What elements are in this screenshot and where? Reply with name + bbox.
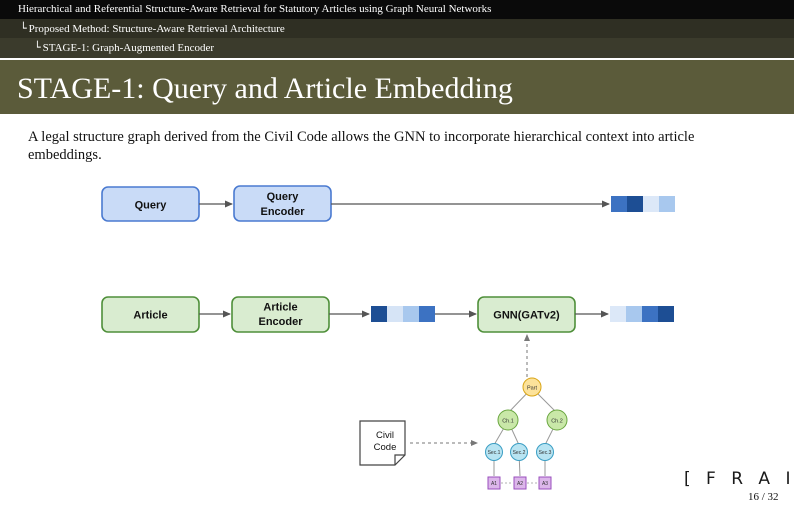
structure-aware-embedding-vector	[610, 306, 674, 322]
page-number: 16 / 32	[748, 491, 779, 503]
intro-text: A legal structure graph derived from the…	[28, 129, 695, 163]
civil-code-label-line1: Civil	[376, 430, 394, 441]
query-encoder-label-line1: Query	[267, 191, 300, 203]
embedding-cell	[642, 306, 658, 322]
embedding-cell	[387, 306, 403, 322]
embedding-cell	[626, 306, 642, 322]
article-encoder-label-line1: Article	[263, 302, 297, 314]
query-label: Query	[135, 200, 168, 212]
query-embedding-vector	[611, 196, 675, 212]
tree-branch-icon: └	[34, 41, 41, 54]
gnn-label: GNN(GATv2)	[493, 310, 560, 322]
graph-node-a3-label: A3	[542, 481, 548, 487]
graph-node-a3	[538, 476, 552, 490]
graph-node-sec3	[536, 443, 554, 461]
embedding-cell	[627, 196, 643, 212]
graph-node-a1	[487, 476, 501, 490]
graph-node-ch1	[497, 409, 519, 431]
embedding-cell	[611, 196, 627, 212]
article-label: Article	[133, 310, 167, 322]
header-subsection: └STAGE-1: Graph-Augmented Encoder	[0, 38, 794, 58]
fraim-logo: [ F R A I M	[684, 469, 794, 489]
header-section: └Proposed Method: Structure-Aware Retrie…	[0, 19, 794, 38]
legal-structure-graph: Part Ch.1 Ch.2 Sec.1 Sec.2 Sec.3 A1 A2 A…	[485, 377, 568, 490]
embedding-cell	[643, 196, 659, 212]
graph-node-sec3-label: Sec.3	[539, 450, 552, 456]
graph-node-a2-label: A2	[517, 481, 523, 487]
graph-node-a2	[513, 476, 527, 490]
document-fold	[394, 454, 405, 465]
graph-node-sec2-label: Sec.2	[513, 450, 526, 456]
graph-node-sec2	[510, 443, 528, 461]
embedding-cell	[419, 306, 435, 322]
header-presentation-title: Hierarchical and Referential Structure-A…	[0, 0, 794, 19]
graph-node-sec1-label: Sec.1	[488, 450, 501, 456]
article-embedding-vector	[371, 306, 435, 322]
query-encoder-label-line2: Encoder	[260, 206, 305, 218]
civil-code-document-icon	[359, 420, 406, 466]
embedding-cell	[403, 306, 419, 322]
embedding-cell	[371, 306, 387, 322]
graph-node-part	[522, 377, 542, 397]
graph-node-ch2-label: Ch.2	[551, 419, 563, 425]
graph-node-a1-label: A1	[491, 481, 497, 487]
embedding-cell	[659, 196, 675, 212]
embedding-cell	[658, 306, 674, 322]
stage1-diagram: Query Query Encoder Article Article Enco…	[101, 185, 675, 490]
civil-code-label-line2: Code	[374, 442, 397, 453]
tree-branch-icon: └	[20, 22, 27, 35]
embedding-cell	[610, 306, 626, 322]
graph-node-part-label: Part	[527, 386, 538, 392]
slide-title: STAGE-1: Query and Article Embedding	[0, 60, 794, 114]
graph-node-sec1	[485, 443, 503, 461]
graph-node-ch2	[546, 409, 568, 431]
graph-node-ch1-label: Ch.1	[502, 419, 514, 425]
article-encoder-label-line2: Encoder	[258, 316, 303, 328]
